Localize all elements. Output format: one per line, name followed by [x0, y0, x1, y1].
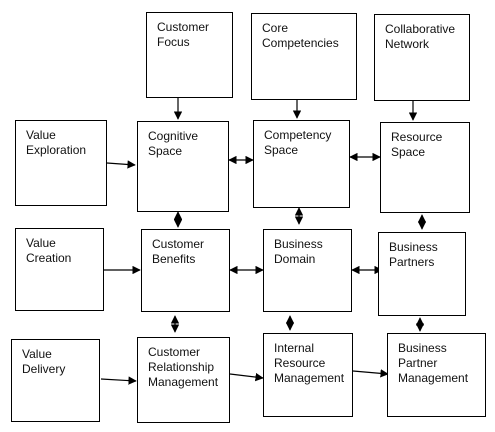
node-resource-space: Resource Space [380, 122, 470, 213]
node-business-partner-management: Business Partner Management [387, 333, 486, 417]
arrow-internal-to-business-partner-management [352, 369, 389, 378]
node-core-competencies: Core Competencies [251, 13, 357, 100]
node-value-delivery: Value Delivery [11, 339, 100, 422]
node-cognitive-space: Cognitive Space [137, 121, 229, 212]
node-competency-space: Competency Space [253, 120, 350, 208]
node-customer-focus: Customer Focus [146, 12, 233, 98]
node-collaborative-network: Collaborative Network [374, 14, 470, 101]
node-value-exploration: Value Exploration [15, 120, 107, 206]
node-value-creation: Value Creation [15, 228, 104, 311]
node-internal-resource-management: Internal Resource Management [263, 333, 353, 417]
arrow-value-delivery-to-customer-relationship-management [100, 376, 137, 385]
node-business-partners: Business Partners [378, 232, 466, 316]
node-business-domain: Business Domain [263, 229, 352, 312]
arrow-crm-to-internal-resource-management [229, 372, 264, 382]
node-customer-benefits: Customer Benefits [141, 229, 230, 312]
arrow-value-exploration-to-cognitive-space [106, 160, 136, 169]
node-customer-relationship-management: Customer Relationship Management [137, 337, 230, 423]
